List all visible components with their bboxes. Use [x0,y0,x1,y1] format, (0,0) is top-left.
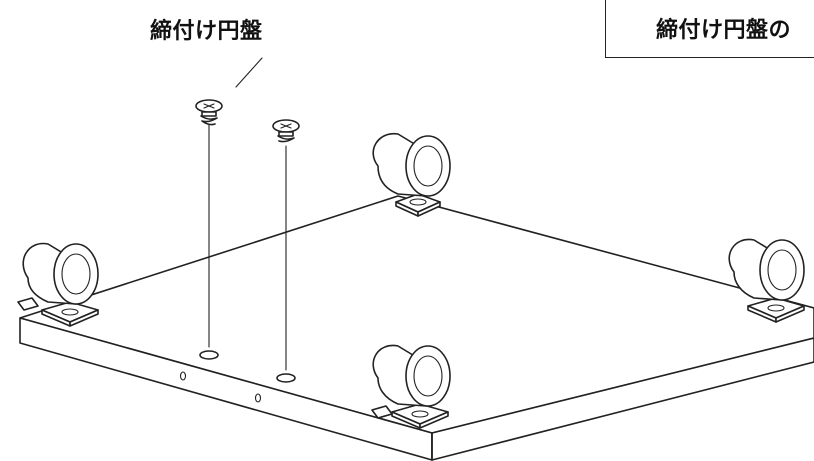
note-box-title: 締付け円盤の [656,18,792,43]
fastener-disc-label: 締付け円盤 [150,19,263,44]
fastener-disc-icon [272,119,300,143]
caster-wheel-icon [728,238,805,323]
caster-wheel-icon [371,344,451,429]
caster-wheel-icon [17,242,99,327]
fastener-disc-icon [195,99,223,126]
base-board [19,195,814,461]
callout-leader [235,57,263,88]
top-holes [199,350,296,383]
note-box: 締付け円盤の [605,0,814,58]
caster-wheel-icon [372,133,451,217]
edge-holes [179,371,262,403]
